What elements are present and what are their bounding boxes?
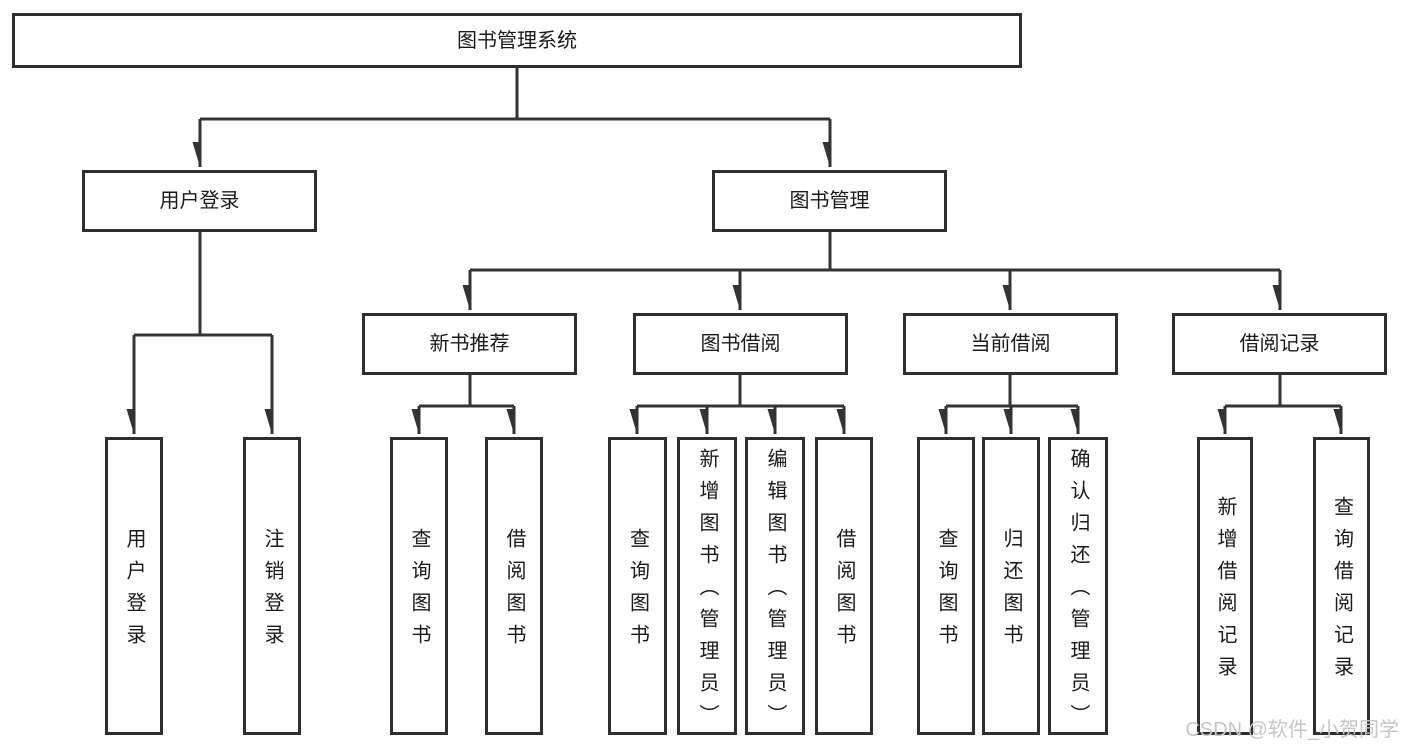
- leaf-recommend-query-book: 查询图书: [390, 437, 448, 735]
- leaf-borrow-edit-book-admin-label: 编辑图书（管理员）: [764, 448, 786, 736]
- node-book-borrow: 图书借阅: [633, 313, 848, 375]
- leaf-recommend-borrow-book: 借阅图书: [485, 437, 543, 735]
- leaf-current-confirm-return-admin-label: 确认归还（管理员）: [1067, 448, 1089, 736]
- leaf-borrow-query-book: 查询图书: [608, 437, 667, 735]
- leaf-recommend-query-book-label: 查询图书: [408, 528, 430, 656]
- leaf-record-query-borrow-record-label: 查询借阅记录: [1330, 496, 1353, 688]
- leaf-record-query-borrow-record: 查询借阅记录: [1313, 437, 1370, 735]
- leaf-borrow-query-book-label: 查询图书: [626, 528, 649, 656]
- leaf-record-add-borrow-record: 新增借阅记录: [1197, 437, 1253, 735]
- node-book-borrow-label: 图书借阅: [700, 333, 781, 355]
- leaf-user-login: 用户登录: [105, 437, 163, 735]
- node-book-management-label: 图书管理: [789, 190, 870, 212]
- node-book-management: 图书管理: [712, 170, 947, 232]
- node-user-login-label: 用户登录: [159, 190, 240, 212]
- leaf-borrow-borrow-book: 借阅图书: [815, 437, 873, 735]
- leaf-borrow-add-book-admin-label: 新增图书（管理员）: [696, 448, 718, 736]
- leaf-borrow-add-book-admin: 新增图书（管理员）: [677, 437, 737, 736]
- node-current-borrow-label: 当前借阅: [970, 333, 1051, 355]
- node-user-login: 用户登录: [82, 170, 317, 232]
- node-current-borrow: 当前借阅: [903, 313, 1118, 375]
- leaf-record-add-borrow-record-label: 新增借阅记录: [1214, 496, 1236, 688]
- leaf-current-query-book: 查询图书: [917, 437, 975, 735]
- leaf-logout-label: 注销登录: [261, 528, 283, 656]
- leaf-borrow-borrow-book-label: 借阅图书: [833, 528, 855, 656]
- node-borrow-record-label: 借阅记录: [1239, 333, 1320, 355]
- csdn-watermark: CSDN @软件_小贺同学: [1185, 719, 1399, 741]
- node-new-book-recommend: 新书推荐: [362, 313, 577, 375]
- leaf-current-query-book-label: 查询图书: [935, 528, 957, 656]
- leaf-current-return-book: 归还图书: [982, 437, 1040, 735]
- leaf-current-confirm-return-admin: 确认归还（管理员）: [1048, 437, 1108, 736]
- node-borrow-record: 借阅记录: [1172, 313, 1387, 375]
- leaf-borrow-edit-book-admin: 编辑图书（管理员）: [745, 437, 805, 736]
- leaf-recommend-borrow-book-label: 借阅图书: [503, 528, 525, 656]
- leaf-current-return-book-label: 归还图书: [1000, 528, 1022, 656]
- leaf-logout: 注销登录: [243, 437, 301, 735]
- leaf-user-login-label: 用户登录: [123, 528, 145, 656]
- node-library-system: 图书管理系统: [12, 13, 1022, 68]
- node-new-book-recommend-label: 新书推荐: [429, 333, 510, 355]
- node-library-system-label: 图书管理系统: [457, 29, 577, 52]
